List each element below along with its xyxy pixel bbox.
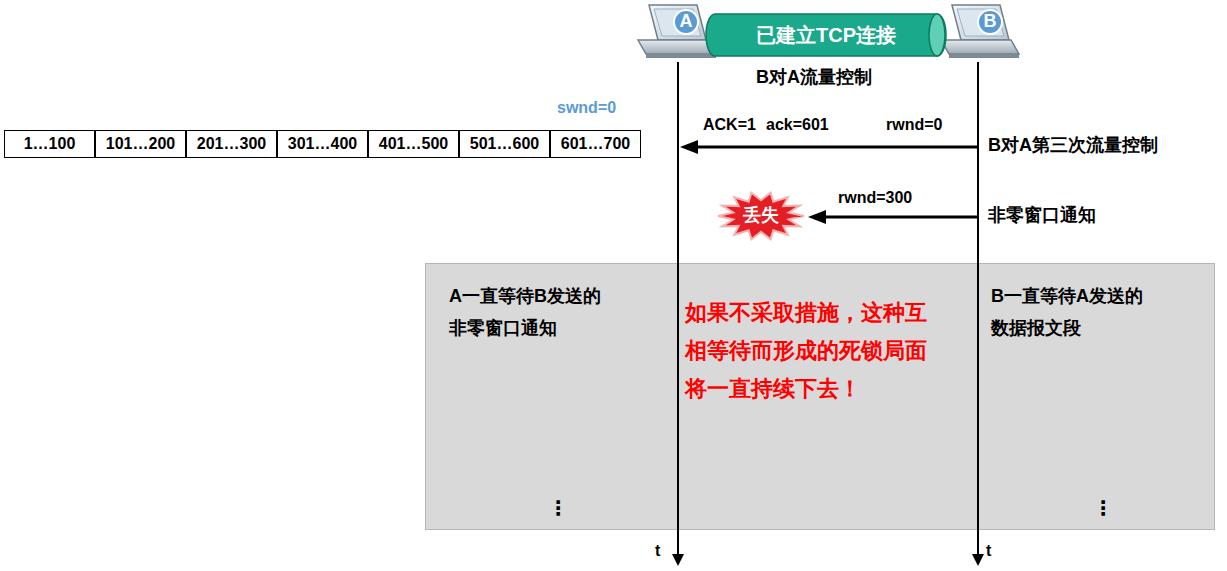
segment-field: ACK=1 <box>703 115 756 134</box>
segment-field: rwnd=0 <box>886 115 942 134</box>
byte-cell: 301…400 <box>277 130 368 158</box>
byte-cell: 201…300 <box>186 130 277 158</box>
ack-arrow <box>694 146 977 149</box>
host-badge: B <box>977 9 1003 35</box>
laptop-display <box>957 9 1004 36</box>
byte-cell: 401…500 <box>368 130 459 158</box>
byte-cell: 1…100 <box>4 130 95 158</box>
node-text: 601…700 <box>561 135 630 153</box>
laptop-edge <box>949 54 1019 58</box>
timeline-arrowhead <box>972 554 984 566</box>
connection-cylinder: 已建立TCP连接 <box>706 13 946 57</box>
continuation-dots: ⋮ <box>548 496 568 520</box>
wait-note: B一直等待A发送的 数据报文段 <box>991 280 1161 344</box>
timeline-arrowhead <box>672 554 684 566</box>
window-arrow <box>822 216 977 219</box>
loss-burst: 丢失 <box>716 190 806 242</box>
arrowhead <box>680 140 698 154</box>
node-text: A <box>680 12 693 32</box>
continuation-dots: ⋮ <box>1093 496 1113 520</box>
byte-cell: 101…200 <box>95 130 186 158</box>
byte-cell: 601…700 <box>550 130 641 158</box>
cylinder-cap <box>929 14 945 56</box>
byte-cell: 501…600 <box>459 130 550 158</box>
wait-note: A一直等待B发送的 非零窗口通知 <box>449 280 619 344</box>
arrowhead <box>808 210 826 224</box>
time-axis-label: t <box>655 541 660 560</box>
event-note: 非零窗口通知 <box>988 205 1096 227</box>
laptop-base <box>941 40 1019 54</box>
node-text: 201…300 <box>197 135 266 153</box>
send-window: swnd=0 <box>557 98 616 117</box>
node-text: 301…400 <box>288 135 357 153</box>
node-text: 1…100 <box>24 135 76 153</box>
node-text: 101…200 <box>106 135 175 153</box>
laptop-base <box>638 40 716 54</box>
host-badge: A <box>673 9 699 35</box>
segment-field: ack=601 <box>766 115 829 134</box>
timeline-b <box>977 62 979 556</box>
laptop-display <box>654 9 701 36</box>
flow-control-caption: B对A流量控制 <box>756 67 872 89</box>
laptop-b <box>941 5 1019 58</box>
segment-field: rwnd=300 <box>838 188 912 207</box>
node-text: 已建立TCP连接 <box>756 24 896 46</box>
laptop-edge <box>646 54 716 58</box>
cylinder-body <box>706 14 946 56</box>
time-axis-label: t <box>986 541 991 560</box>
deadlock-warning: 如果不采取措施，这种互相等待而形成的死锁局面将一直持续下去！ <box>685 294 935 408</box>
burst-shape <box>718 193 804 240</box>
node-text: 501…600 <box>470 135 539 153</box>
node-text: 401…500 <box>379 135 448 153</box>
node-text: 丢失 <box>743 206 779 226</box>
laptop-screen <box>649 5 706 40</box>
event-note: B对A第三次流量控制 <box>988 135 1158 157</box>
laptop-screen <box>952 5 1009 40</box>
node-text: B <box>984 12 997 32</box>
laptop-a <box>638 5 716 58</box>
timeline-a <box>677 62 679 556</box>
waiting-band: A一直等待B发送的 非零窗口通知 如果不采取措施，这种互相等待而形成的死锁局面将一… <box>425 263 1215 530</box>
